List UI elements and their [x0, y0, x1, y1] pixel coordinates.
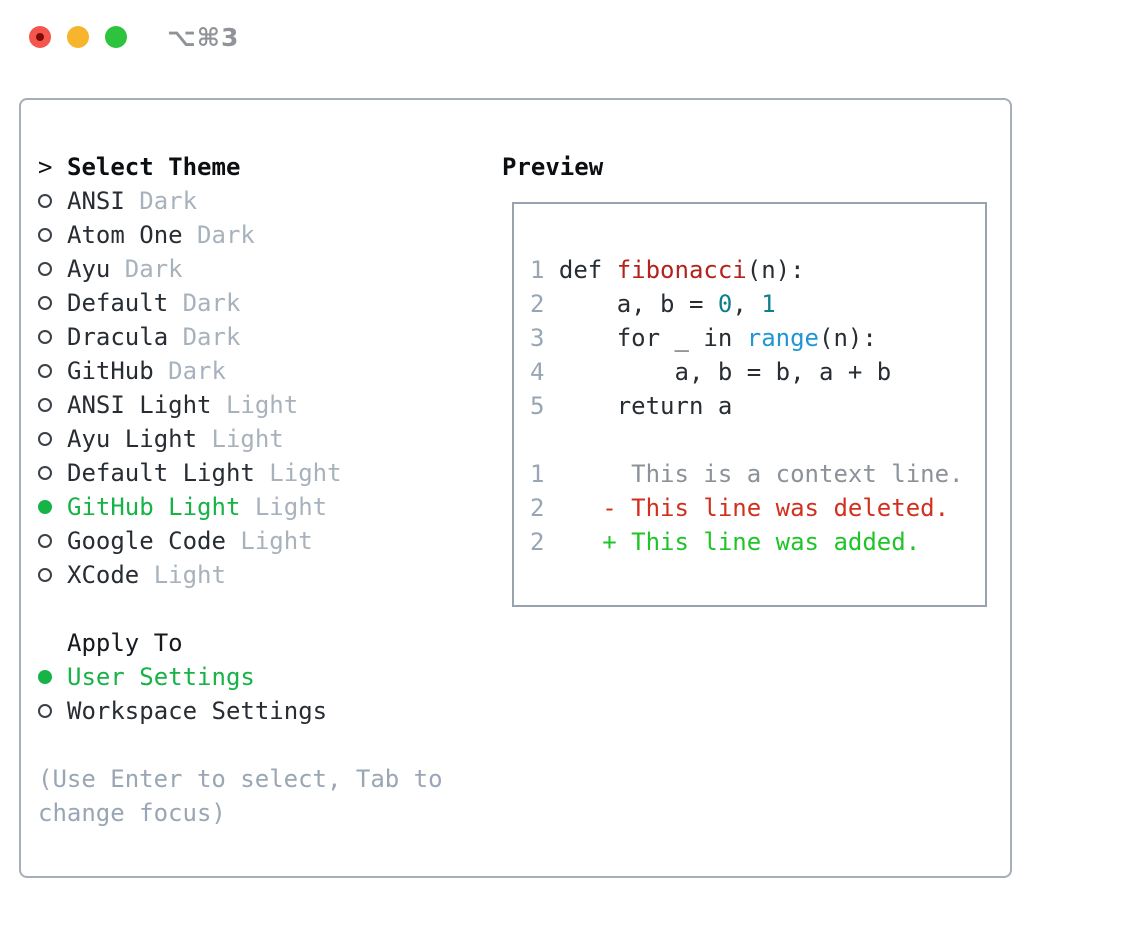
- radio-cell: [38, 704, 67, 718]
- radio-icon: [38, 398, 52, 412]
- theme-option[interactable]: Atom One Dark: [38, 218, 458, 252]
- theme-name: Dracula: [67, 323, 169, 351]
- close-dot-icon: [36, 33, 44, 41]
- code-line: 2 a, b = 0, 1: [530, 290, 776, 318]
- preview-title: Preview: [502, 153, 604, 181]
- theme-name: Default Light: [67, 459, 255, 487]
- theme-option[interactable]: Default Light Light: [38, 456, 458, 490]
- theme-variant: Dark: [168, 323, 241, 351]
- theme-option[interactable]: GitHub Light Light: [38, 490, 458, 524]
- theme-name: ANSI Light: [67, 391, 212, 419]
- preview-code: 1 def fibonacci(n): 2 a, b = 0, 1 3 for _ …: [530, 253, 963, 559]
- theme-name: GitHub: [67, 357, 154, 385]
- theme-name: ANSI: [67, 187, 125, 215]
- code-line: 1 def fibonacci(n):: [530, 256, 805, 284]
- radio-cell: [38, 534, 67, 548]
- theme-option[interactable]: Default Dark: [38, 286, 458, 320]
- select-theme-header: > Select Theme: [38, 150, 458, 184]
- titlebar: ⌥⌘3: [0, 0, 1140, 74]
- theme-variant: Light: [197, 425, 284, 453]
- code-line: 2 - This line was deleted.: [530, 494, 950, 522]
- theme-option[interactable]: Ayu Dark: [38, 252, 458, 286]
- radio-icon: [38, 296, 52, 310]
- theme-variant: Light: [225, 527, 313, 555]
- theme-option[interactable]: Google Code Light: [38, 524, 458, 558]
- spacer: [38, 728, 458, 762]
- radio-cell: [38, 500, 67, 514]
- select-theme-title: Select Theme: [67, 153, 241, 181]
- radio-cell: [38, 330, 67, 344]
- radio-cell: [38, 670, 67, 684]
- radio-icon: [38, 466, 52, 480]
- theme-variant: Dark: [168, 289, 241, 317]
- spacer: [38, 592, 458, 626]
- theme-variant: Light: [254, 459, 342, 487]
- theme-name: GitHub Light: [67, 493, 241, 521]
- radio-cell: [38, 568, 67, 582]
- apply-option-label: User Settings: [67, 663, 255, 691]
- theme-option[interactable]: ANSI Dark: [38, 184, 458, 218]
- preview-box: 1 def fibonacci(n): 2 a, b = 0, 1 3 for _ …: [512, 202, 987, 607]
- radio-icon: [38, 364, 52, 378]
- radio-icon: [38, 534, 52, 548]
- footer-hint: (Use Enter to select, Tab to change focu…: [38, 765, 443, 827]
- radio-cell: [38, 432, 67, 446]
- theme-variant: Dark: [124, 187, 198, 215]
- apply-option[interactable]: User Settings: [38, 660, 458, 694]
- apply-option[interactable]: Workspace Settings: [38, 694, 458, 728]
- radio-cell: [38, 194, 67, 208]
- theme-name: Ayu Light: [67, 425, 198, 453]
- radio-cell: [38, 228, 67, 242]
- theme-variant: Light: [211, 391, 299, 419]
- theme-option[interactable]: ANSI Light Light: [38, 388, 458, 422]
- prompt-icon: >: [38, 153, 53, 181]
- radio-cell: [38, 296, 67, 310]
- apply-to-header: Apply To: [38, 626, 458, 660]
- minimize-button[interactable]: [67, 26, 89, 48]
- radio-icon: [38, 228, 52, 242]
- radio-icon: [38, 262, 52, 276]
- theme-name: XCode: [67, 561, 140, 589]
- radio-icon: [38, 194, 52, 208]
- radio-selected-icon: [38, 500, 52, 514]
- theme-variant: Dark: [153, 357, 226, 385]
- theme-name: Atom One: [67, 221, 183, 249]
- radio-cell: [38, 262, 67, 276]
- code-line: 2 + This line was added.: [530, 528, 921, 556]
- theme-name: Ayu: [67, 255, 111, 283]
- theme-name: Default: [67, 289, 169, 317]
- theme-variant: Dark: [182, 221, 255, 249]
- radio-cell: [38, 398, 67, 412]
- code-line: [530, 423, 963, 457]
- theme-variant: Light: [240, 493, 328, 521]
- window-title: ⌥⌘3: [167, 23, 240, 52]
- theme-option[interactable]: XCode Light: [38, 558, 458, 592]
- radio-cell: [38, 466, 67, 480]
- theme-option[interactable]: Ayu Light Light: [38, 422, 458, 456]
- theme-variant: Dark: [110, 255, 183, 283]
- code-line: 1 This is a context line.: [530, 460, 964, 488]
- code-line: 5 return a: [530, 392, 733, 420]
- radio-cell: [38, 364, 67, 378]
- apply-to-title: Apply To: [67, 629, 183, 657]
- theme-name: Google Code: [67, 527, 226, 555]
- radio-selected-icon: [38, 670, 52, 684]
- apply-option-label: Workspace Settings: [67, 697, 328, 725]
- radio-icon: [38, 330, 52, 344]
- radio-icon: [38, 704, 52, 718]
- code-line: 3 for _ in range(n):: [530, 324, 877, 352]
- close-button[interactable]: [29, 26, 51, 48]
- theme-option[interactable]: Dracula Dark: [38, 320, 458, 354]
- radio-icon: [38, 568, 52, 582]
- theme-option[interactable]: GitHub Dark: [38, 354, 458, 388]
- radio-icon: [38, 432, 52, 446]
- theme-variant: Light: [139, 561, 226, 589]
- code-line: 4 a, b = b, a + b: [530, 358, 892, 386]
- zoom-button[interactable]: [105, 26, 127, 48]
